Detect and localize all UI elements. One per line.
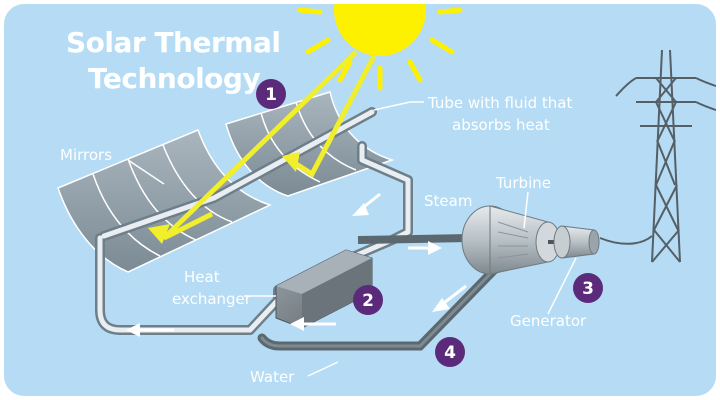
diagram-panel: Solar Thermal Technology Tube with fluid…: [4, 4, 716, 396]
generator-icon: [548, 225, 600, 259]
label-heat-line-1: Heat: [184, 268, 220, 286]
label-turbine: Turbine: [495, 174, 551, 192]
step-badge-1: 1: [256, 79, 286, 109]
label-tube-line-2: absorbs heat: [452, 116, 550, 134]
svg-text:2: 2: [362, 291, 374, 311]
title-line-2: Technology: [88, 62, 260, 95]
title-line-1: Solar Thermal: [66, 26, 280, 59]
step-badge-4: 4: [435, 337, 465, 367]
leader-lines: [127, 101, 577, 377]
solar-thermal-diagram: Solar Thermal Technology Tube with fluid…: [57, 4, 716, 386]
label-heat-line-2: exchanger: [172, 290, 252, 308]
label-water: Water: [250, 368, 295, 386]
steam-pipe: [357, 234, 471, 244]
ray-arrowheads: [148, 152, 300, 244]
power-pylon-icon: [599, 49, 716, 263]
label-mirrors: Mirrors: [60, 146, 112, 164]
heat-exchanger-icon: [275, 249, 373, 329]
svg-text:1: 1: [265, 85, 277, 105]
svg-text:4: 4: [444, 343, 456, 363]
sun-icon: [297, 4, 463, 91]
label-tube-line-1: Tube with fluid that: [427, 94, 572, 112]
label-steam: Steam: [424, 192, 472, 210]
flow-arrows: [126, 192, 467, 337]
turbine-icon: [461, 205, 561, 275]
label-generator: Generator: [510, 312, 587, 330]
svg-text:3: 3: [582, 279, 594, 299]
step-badge-3: 3: [573, 273, 603, 303]
step-badge-2: 2: [353, 285, 383, 315]
